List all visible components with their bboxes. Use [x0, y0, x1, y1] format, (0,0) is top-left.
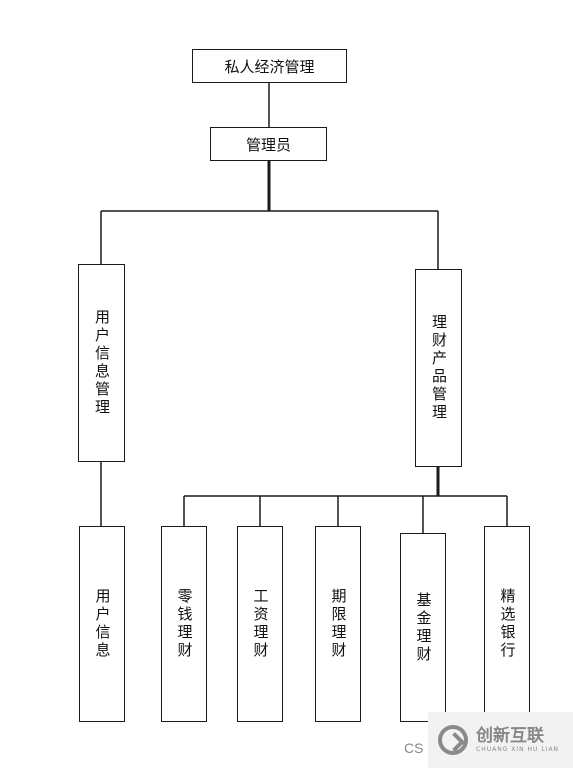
node-admin: 管理员	[210, 127, 327, 161]
node-root-label: 私人经济管理	[224, 57, 315, 76]
node-financial-product-management-label: 理财产品管理	[430, 314, 448, 422]
node-change-finance-label: 零钱理财	[175, 588, 194, 660]
node-user-info-management-label: 用户信息管理	[93, 309, 111, 417]
node-salary-finance-label: 工资理财	[251, 588, 270, 660]
node-root: 私人经济管理	[192, 49, 347, 83]
node-term-finance: 期限理财	[315, 526, 361, 722]
node-user-info-management: 用户信息管理	[78, 264, 125, 462]
node-selected-banks-label: 精选银行	[498, 588, 517, 660]
node-selected-banks: 精选银行	[484, 526, 530, 722]
node-change-finance: 零钱理财	[161, 526, 207, 722]
watermark-brand-cn: 创新互联	[476, 726, 544, 746]
node-term-finance-label: 期限理财	[329, 588, 348, 660]
node-admin-label: 管理员	[245, 135, 291, 154]
watermark-text: 创新互联 CHUANG XIN HU LIAN	[476, 726, 559, 754]
node-user-info: 用户信息	[79, 526, 125, 722]
node-fund-finance: 基金理财	[400, 533, 446, 722]
watermark-brand-en: CHUANG XIN HU LIAN	[476, 746, 560, 753]
node-salary-finance: 工资理财	[237, 526, 283, 722]
node-fund-finance-label: 基金理财	[414, 591, 433, 664]
node-financial-product-management: 理财产品管理	[415, 269, 462, 467]
brand-logo-icon	[438, 725, 468, 755]
watermark: 创新互联 CHUANG XIN HU LIAN	[428, 712, 573, 768]
watermark-prefix: CS	[404, 740, 424, 756]
node-user-info-label: 用户信息	[93, 588, 112, 660]
